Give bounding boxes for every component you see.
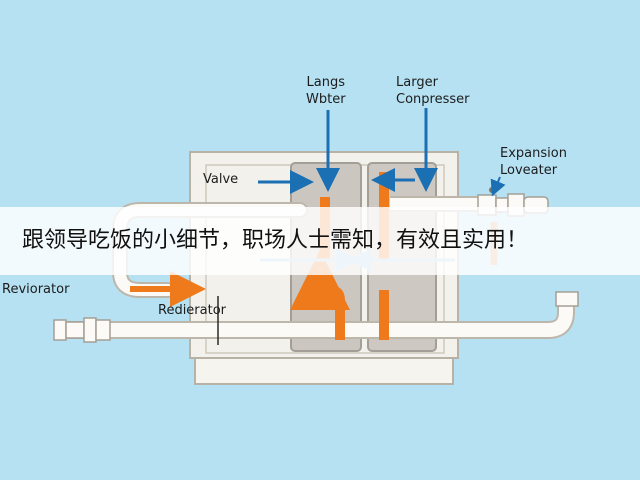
redierator-label: Redierator (158, 303, 227, 318)
expansion-label-line1: Expansion (500, 146, 567, 161)
larger-label-line1: Larger (396, 75, 438, 90)
langs-label-line1: Langs (306, 75, 346, 90)
orange-flow-up (290, 250, 350, 340)
expansion-label: Expansion Loveater (500, 145, 567, 179)
right-pipe-elbow (555, 291, 579, 307)
langs-label: Langs Wbter (306, 74, 346, 108)
larger-label-line2: Conpresser (396, 92, 470, 107)
expansion-arrow (490, 176, 506, 197)
larger-label: Larger Conpresser (396, 74, 469, 108)
langs-label-line2: Wbter (306, 92, 346, 107)
housing-base (194, 357, 454, 385)
reviorator-label: Reviorator (2, 282, 70, 297)
expansion-label-line2: Loveater (500, 163, 558, 178)
valve-label: Valve (203, 172, 239, 187)
caption-banner: 跟领导吃饭的小细节，职场人士需知，有效且实用！ (0, 207, 640, 275)
reviorator-coupling (53, 317, 111, 343)
caption-text: 跟领导吃饭的小细节，职场人士需知，有效且实用！ (22, 228, 529, 253)
